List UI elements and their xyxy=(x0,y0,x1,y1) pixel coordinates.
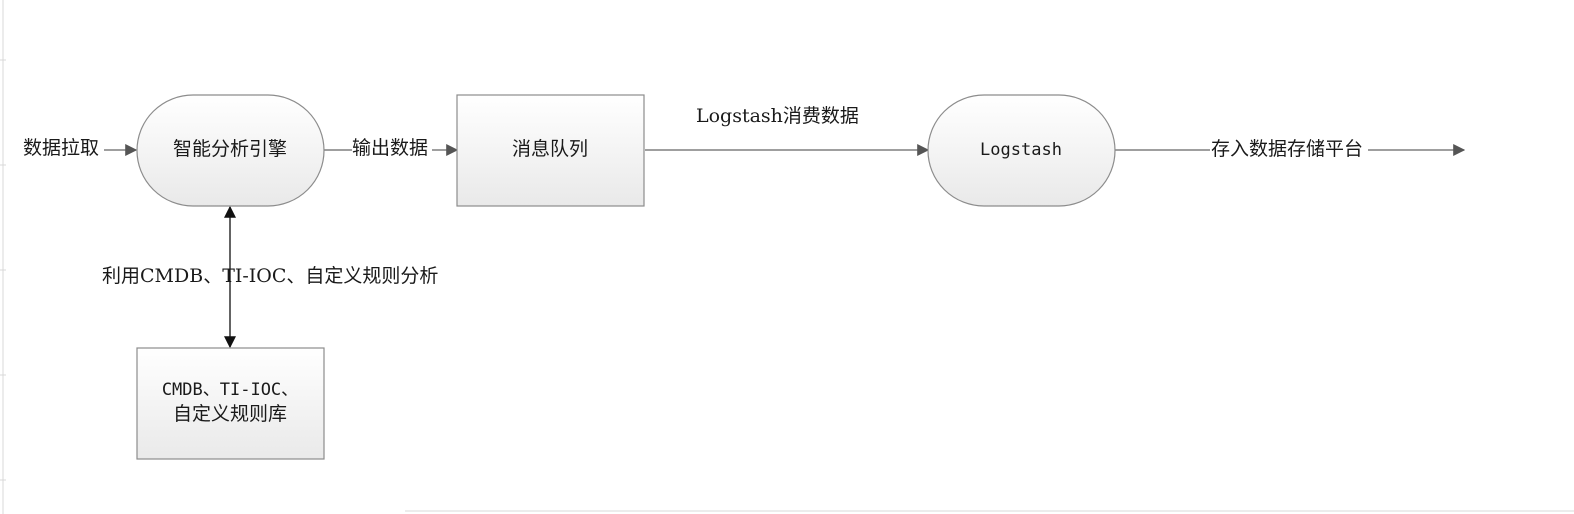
node-logstash-label: Logstash xyxy=(980,140,1062,160)
edge-output: 输出数据 xyxy=(324,137,459,159)
edge-consume-label: Logstash消费数据 xyxy=(696,105,859,127)
edge-pull-label: 数据拉取 xyxy=(23,137,99,159)
node-engine-shape xyxy=(136,94,325,207)
edge-store: 存入数据存储平台 xyxy=(1115,138,1466,160)
node-rules-label-line1: CMDB、TI-IOC、 xyxy=(162,380,298,400)
node-rules-shape xyxy=(136,347,325,460)
node-rules: CMDB、TI-IOC、 自定义规则库 xyxy=(136,347,325,460)
node-queue-shape xyxy=(456,94,645,207)
edge-pull: 数据拉取 xyxy=(23,137,138,159)
node-logstash: Logstash xyxy=(927,94,1116,207)
edge-store-label: 存入数据存储平台 xyxy=(1211,138,1363,160)
node-engine-label: 智能分析引擎 xyxy=(173,138,287,160)
edge-analyze-label: 利用CMDB、TI-IOC、自定义规则分析 xyxy=(102,265,438,287)
edge-output-label: 输出数据 xyxy=(352,137,428,159)
edge-consume: Logstash消费数据 xyxy=(645,105,930,156)
node-queue: 消息队列 xyxy=(456,94,645,207)
edge-analyze: 利用CMDB、TI-IOC、自定义规则分析 xyxy=(102,205,438,349)
node-rules-label-line2: 自定义规则库 xyxy=(173,403,287,425)
node-logstash-shape xyxy=(927,94,1116,207)
left-gridline xyxy=(0,0,6,514)
node-engine: 智能分析引擎 xyxy=(136,94,325,207)
node-queue-label: 消息队列 xyxy=(512,138,588,160)
